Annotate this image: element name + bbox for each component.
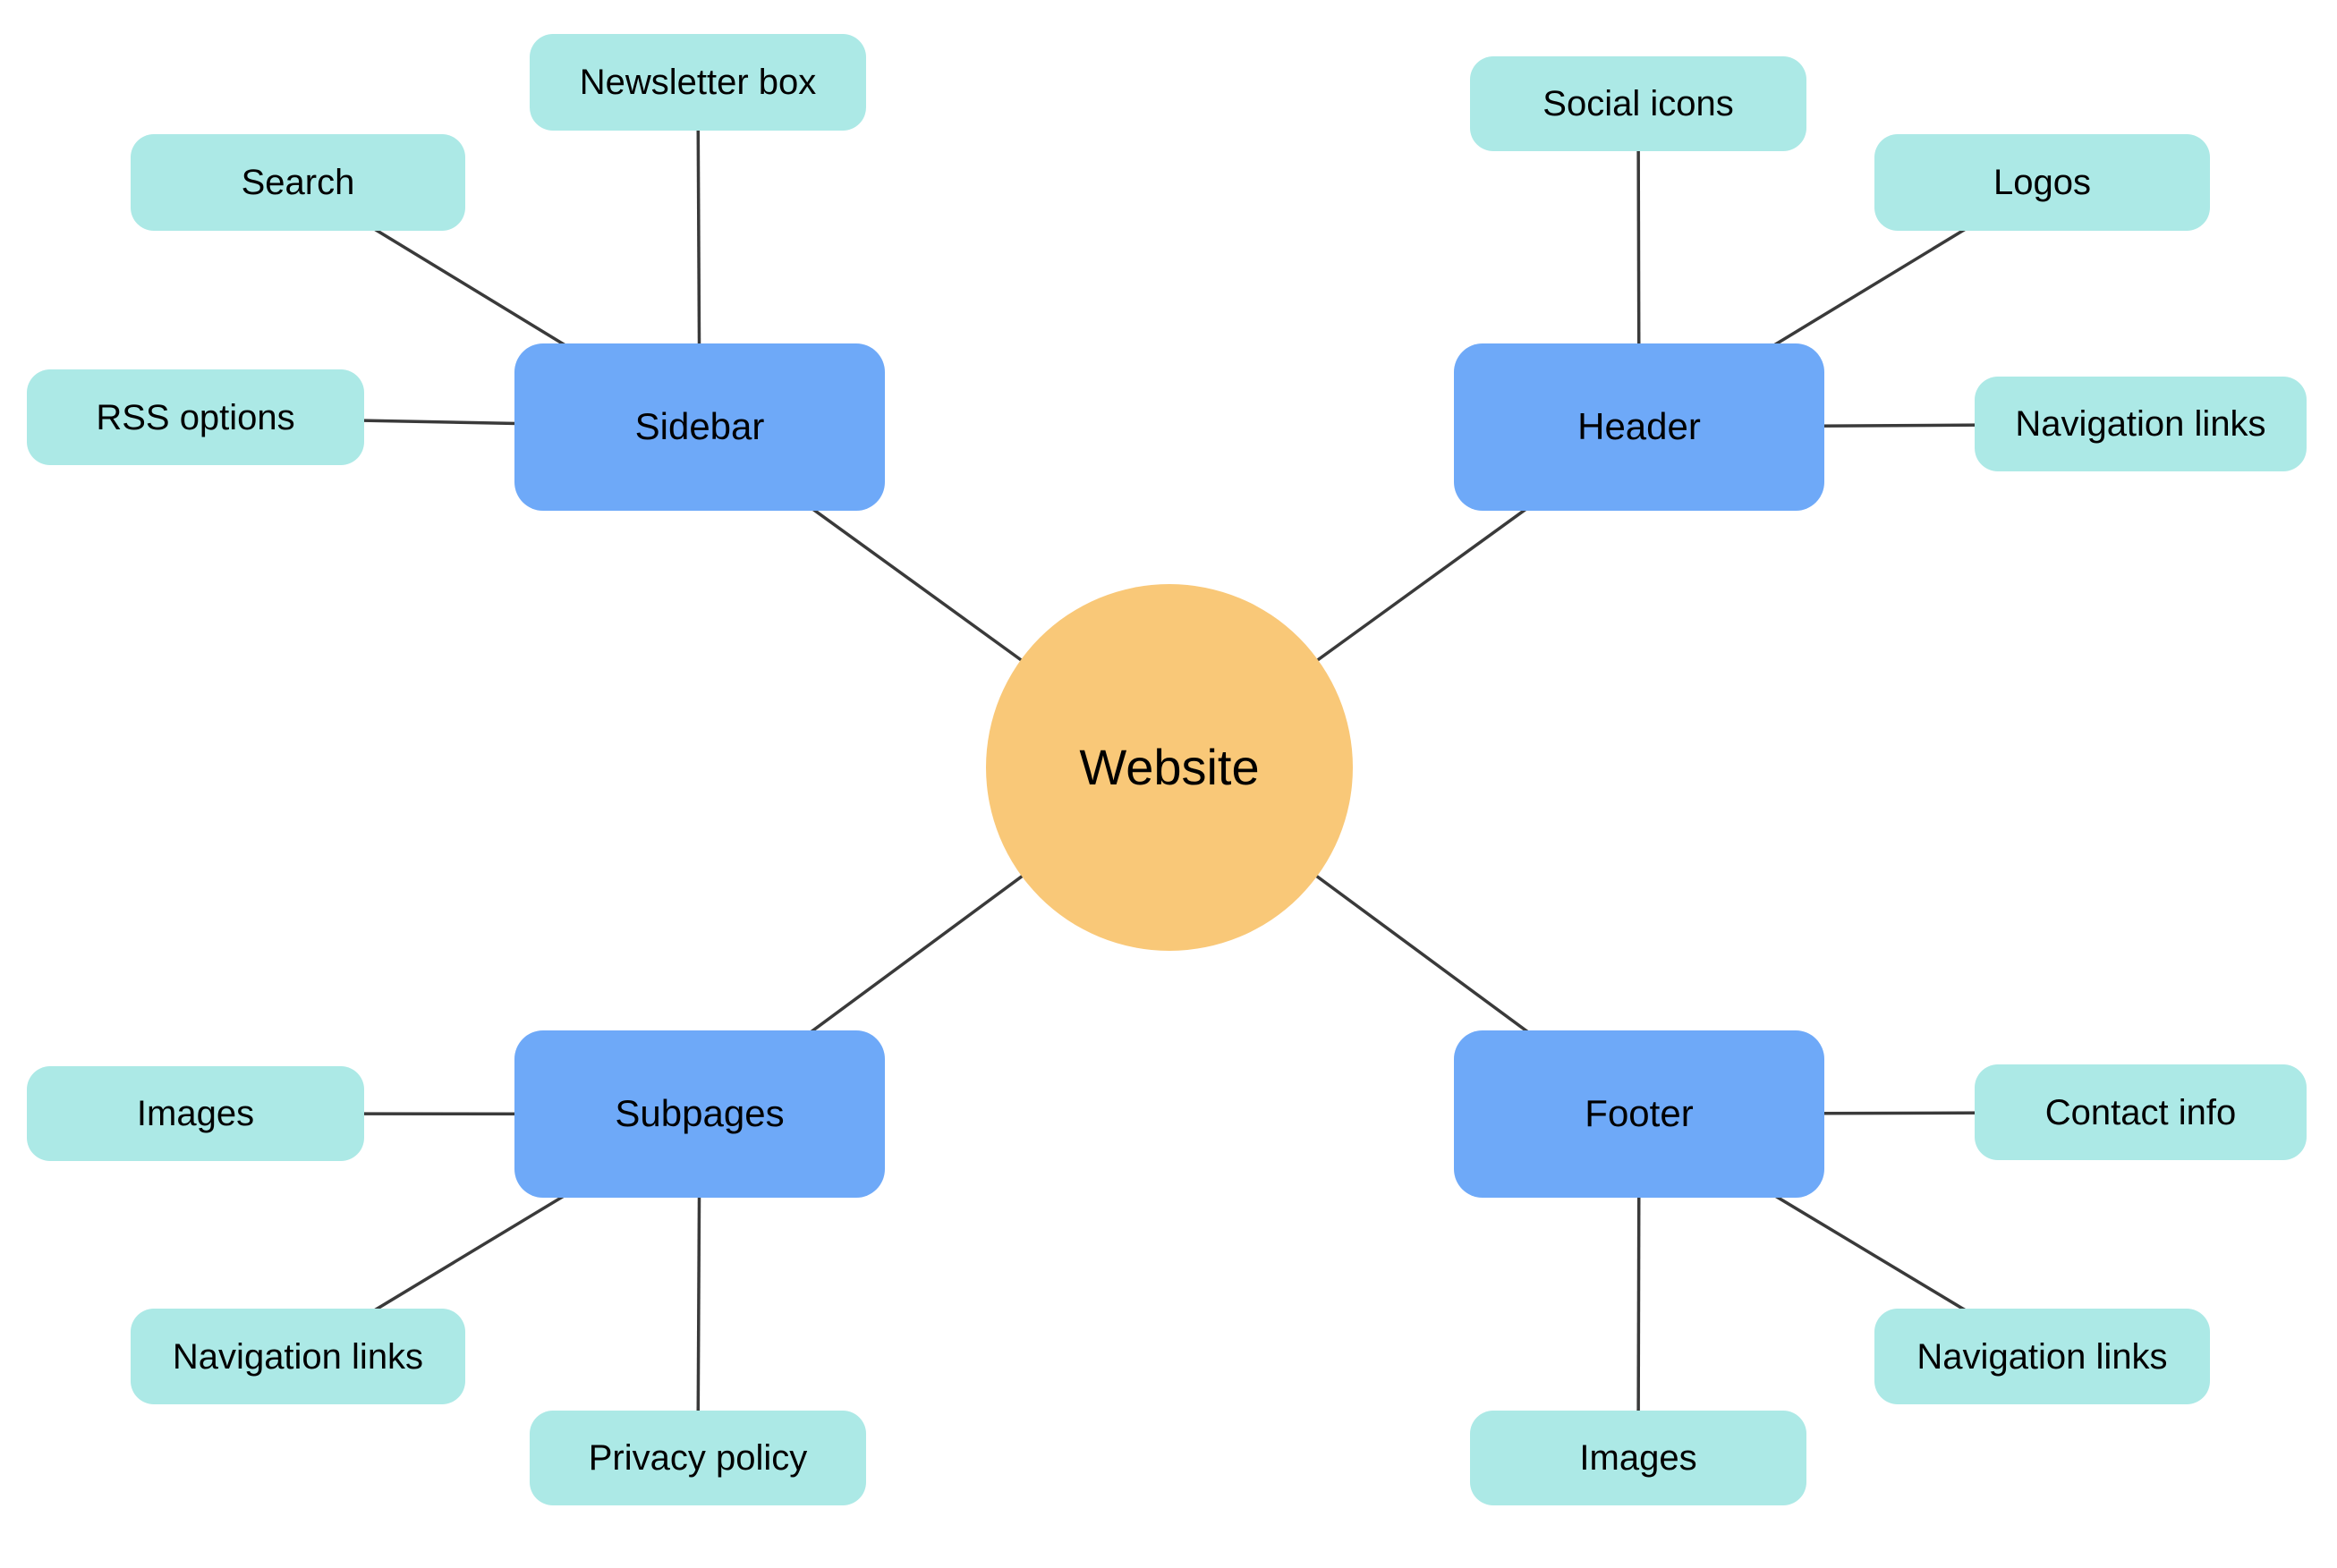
header-label: Header — [1577, 405, 1701, 448]
navigation-links-footer-label: Navigation links — [1916, 1336, 2168, 1377]
node-social-icons[interactable]: Social icons — [1470, 56, 1806, 151]
node-images-subpages[interactable]: Images — [27, 1066, 364, 1161]
social-icons-label: Social icons — [1542, 84, 1734, 123]
navigation-links-header-label: Navigation links — [2015, 404, 2266, 444]
node-newsletter-box[interactable]: Newsletter box — [530, 34, 866, 131]
node-navigation-links-subpages[interactable]: Navigation links — [131, 1309, 465, 1404]
subpages-label: Subpages — [615, 1092, 785, 1135]
node-privacy-policy[interactable]: Privacy policy — [530, 1411, 866, 1505]
privacy-policy-label: Privacy policy — [588, 1438, 808, 1478]
node-header[interactable]: Header — [1454, 343, 1824, 511]
node-navigation-links-footer[interactable]: Navigation links — [1874, 1309, 2210, 1404]
newsletter-box-label: Newsletter box — [579, 63, 817, 102]
node-images-footer[interactable]: Images — [1470, 1411, 1806, 1505]
website-label: Website — [1079, 738, 1260, 795]
images-footer-label: Images — [1579, 1438, 1697, 1478]
navigation-links-subpages-label: Navigation links — [172, 1336, 424, 1377]
rss-options-label: RSS options — [96, 397, 295, 437]
node-search[interactable]: Search — [131, 134, 465, 231]
search-label: Search — [241, 163, 355, 202]
node-sidebar[interactable]: Sidebar — [514, 343, 885, 511]
node-navigation-links-header[interactable]: Navigation links — [1975, 377, 2307, 471]
node-contact-info[interactable]: Contact info — [1975, 1064, 2307, 1160]
node-website[interactable]: Website — [986, 584, 1353, 951]
node-rss-options[interactable]: RSS options — [27, 369, 364, 465]
contact-info-label: Contact info — [2044, 1092, 2237, 1132]
node-logos[interactable]: Logos — [1874, 134, 2210, 231]
node-footer[interactable]: Footer — [1454, 1030, 1824, 1198]
logos-label: Logos — [1993, 163, 2091, 202]
node-subpages[interactable]: Subpages — [514, 1030, 885, 1198]
images-subpages-label: Images — [136, 1094, 255, 1133]
sidebar-label: Sidebar — [634, 405, 765, 448]
footer-label: Footer — [1585, 1092, 1694, 1135]
